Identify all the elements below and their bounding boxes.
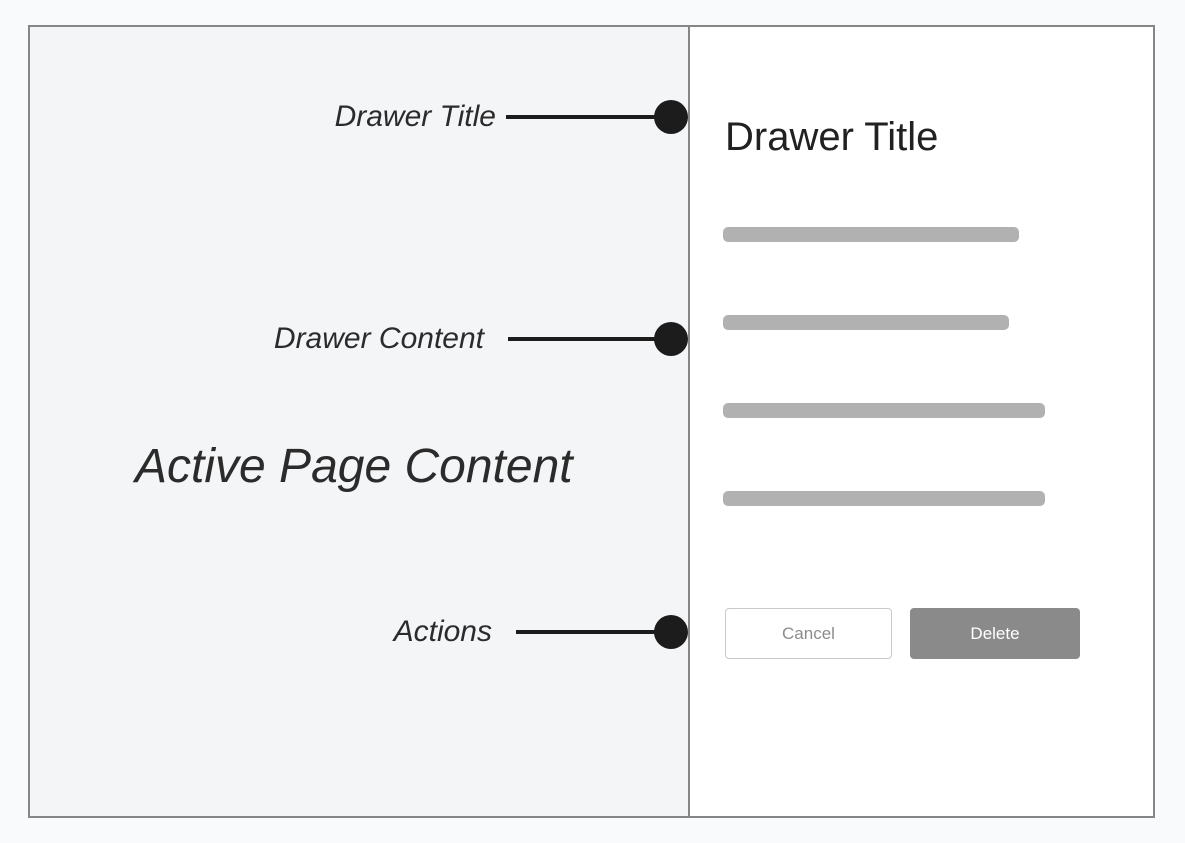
callout-line <box>516 630 656 634</box>
drawer-actions-row: Cancel Delete <box>725 608 1080 659</box>
delete-button[interactable]: Delete <box>910 608 1080 659</box>
callout-line <box>508 337 656 341</box>
drawer-title: Drawer Title <box>725 115 939 159</box>
drawer-content-placeholders <box>723 227 1045 579</box>
callout-dot <box>654 100 688 134</box>
cancel-button[interactable]: Cancel <box>725 608 892 659</box>
callout-line <box>506 115 656 119</box>
content-placeholder-bar <box>723 403 1045 418</box>
app-window-frame: Drawer Title Drawer Content Active Page … <box>28 25 1155 818</box>
content-placeholder-bar <box>723 315 1009 330</box>
annotation-drawer-content: Drawer Content <box>274 322 688 356</box>
content-placeholder-bar <box>723 227 1019 242</box>
active-page-content-label: Active Page Content <box>135 440 573 493</box>
callout-dot <box>654 615 688 649</box>
annotation-actions-label: Actions <box>393 615 492 648</box>
annotation-actions: Actions <box>394 615 688 649</box>
active-page-panel: Drawer Title Drawer Content Active Page … <box>30 27 688 816</box>
annotation-drawer-content-label: Drawer Content <box>273 322 484 355</box>
annotation-drawer-title: Drawer Title <box>335 100 688 134</box>
content-placeholder-bar <box>723 491 1045 506</box>
callout-dot <box>654 322 688 356</box>
annotation-drawer-title-label: Drawer Title <box>334 100 496 133</box>
drawer-panel: Drawer Title Cancel Delete <box>688 27 1153 816</box>
